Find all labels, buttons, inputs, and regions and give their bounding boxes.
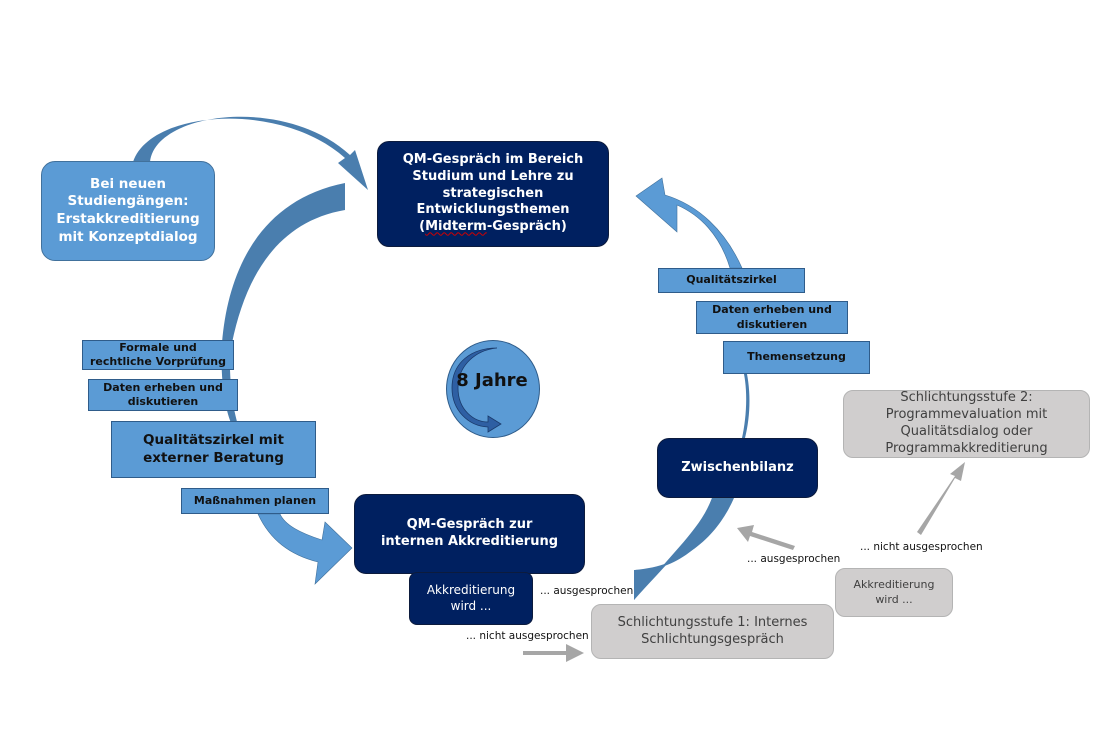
accreditation-result-box: Akkreditierung wird ...: [409, 572, 533, 625]
internal-accreditation-text: QM-Gespräch zur internen Akkreditierung: [380, 517, 559, 549]
internal-accreditation-box: QM-Gespräch zur internen Akkreditierung: [354, 494, 585, 574]
midterm-text: QM-Gespräch im Bereich Studium und Lehre…: [378, 152, 608, 236]
zwischenbilanz-box: Zwischenbilanz: [657, 438, 818, 498]
accreditation-result-text: Akkreditierung wird ...: [426, 582, 516, 613]
right-step-label: Qualitätszirkel: [686, 273, 777, 287]
grey-arrow-granted-2: [737, 525, 795, 550]
arrow-right-arc-mid: [742, 374, 750, 438]
right-step-qualitaetszirkel: Qualitätszirkel: [658, 268, 805, 293]
new-programs-text: Bei neuen Studiengängen: Erstakkreditier…: [56, 175, 200, 245]
left-step-label: Formale und rechtliche Vorprüfung: [89, 340, 227, 368]
left-step-quality-circle: Qualitätszirkel mit externer Beratung: [111, 421, 316, 478]
right-step-label: Themensetzung: [747, 350, 846, 364]
arrow-right-arc-bottom-fill: [634, 498, 734, 600]
arrow-left-arc-top: [222, 183, 345, 343]
midterm-text-main: QM-Gespräch im Bereich Studium und Lehre…: [402, 151, 584, 235]
right-step-themensetzung: Themensetzung: [723, 341, 870, 374]
arrow-to-midterm-right: [635, 177, 743, 269]
arbitration-stage-2-box: Schlichtungsstufe 2: Programmevaluation …: [843, 390, 1090, 458]
left-step-data: Daten erheben und diskutieren: [88, 379, 238, 411]
arbitration-result-text: Akkreditierung wird ...: [853, 578, 935, 606]
cycle-arrow-icon: [451, 347, 502, 433]
arbitration-stage-2-text: Schlichtungsstufe 2: Programmevaluation …: [885, 390, 1048, 456]
arbitration-result-box: Akkreditierung wird ...: [835, 568, 953, 617]
left-step-label: Daten erheben und diskutieren: [103, 380, 223, 408]
label-not-granted-2: ... nicht ausgesprochen: [860, 541, 983, 553]
zwischenbilanz-text: Zwischenbilanz: [681, 459, 794, 475]
left-step-label: Maßnahmen planen: [193, 493, 317, 507]
grey-arrow-not-granted-1: [523, 644, 584, 662]
label-granted-1: ... ausgesprochen: [540, 585, 634, 597]
right-step-daten: Daten erheben und diskutieren: [696, 301, 848, 334]
grey-arrow-not-granted-2: [917, 462, 965, 535]
right-step-label: Daten erheben und diskutieren: [712, 303, 832, 331]
arrow-into-internal: [257, 513, 353, 585]
left-step-formal: Formale und rechtliche Vorprüfung: [82, 340, 234, 370]
midterm-box: QM-Gespräch im Bereich Studium und Lehre…: [377, 141, 609, 247]
arbitration-stage-1-box: Schlichtungsstufe 1: Internes Schlichtun…: [591, 604, 834, 659]
arrow-new-to-midterm: [133, 116, 368, 190]
label-not-granted-1: ... nicht ausgesprochen: [466, 630, 589, 642]
label-granted-2: ... ausgesprochen: [747, 553, 841, 565]
arbitration-stage-1-text: Schlichtungsstufe 1: Internes Schlichtun…: [617, 614, 808, 647]
cycle-label: 8 Jahre: [456, 370, 528, 391]
midterm-text-underlined: Midterm: [425, 219, 487, 235]
left-step-label: Qualitätszirkel mit externer Beratung: [143, 431, 284, 466]
new-programs-box: Bei neuen Studiengängen: Erstakkreditier…: [41, 161, 215, 261]
midterm-text-end: -Gespräch): [486, 219, 567, 235]
left-step-plan: Maßnahmen planen: [181, 488, 329, 514]
